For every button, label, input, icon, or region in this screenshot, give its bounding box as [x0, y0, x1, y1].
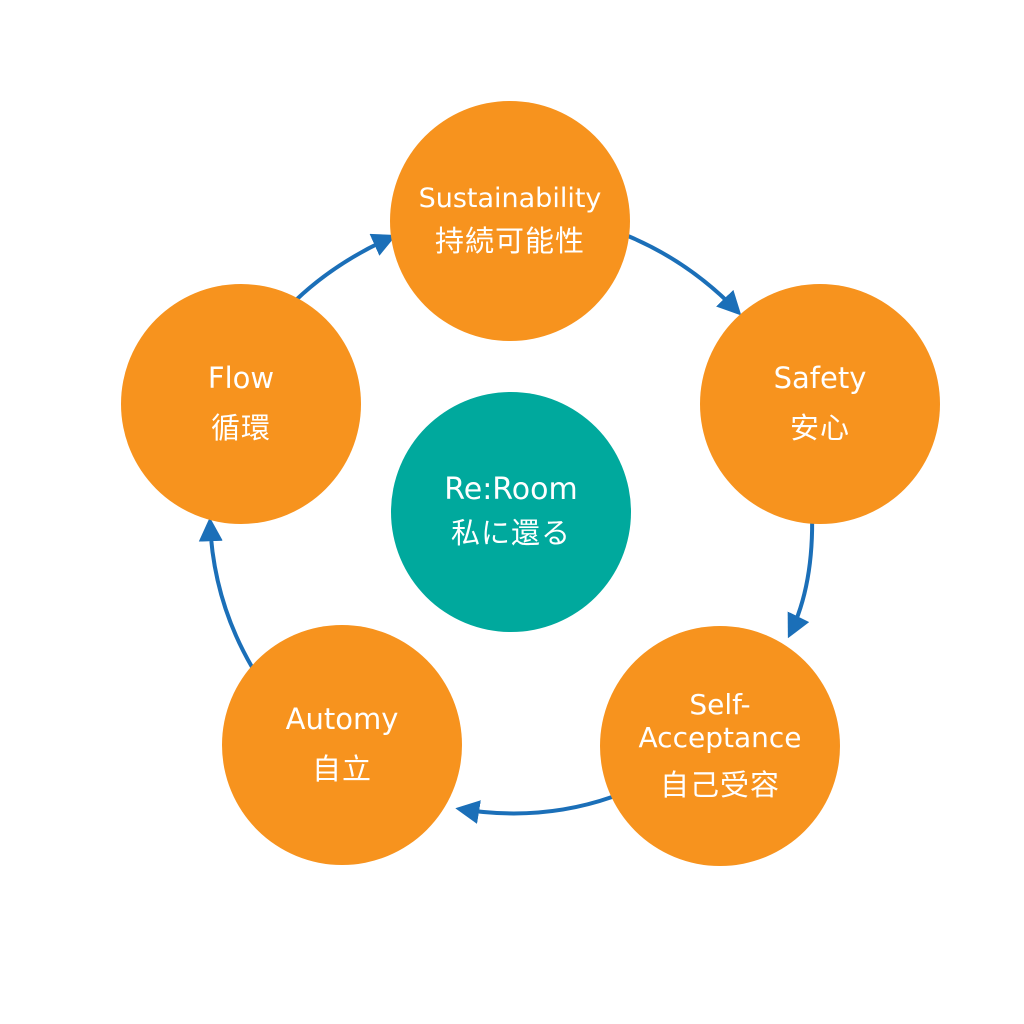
arrow-sustainability-to-safety	[627, 234, 742, 316]
node-label-en: Automy	[285, 701, 399, 736]
node-label-jp: 持続可能性	[434, 224, 585, 259]
arrow-automy-to-flow	[198, 517, 254, 669]
arrow-safety-to-self-acceptance	[787, 511, 815, 639]
center-label-en: Re:Room	[444, 472, 578, 508]
center-label-jp: 私に還る	[450, 515, 571, 550]
node-label-en-line2: Acceptance	[638, 720, 802, 754]
node-label-en: Safety	[773, 360, 867, 395]
node-label-jp: 自立	[311, 752, 372, 787]
node-label-en-line1: Self-	[689, 688, 751, 722]
node-label-jp: 循環	[210, 411, 271, 446]
center-node-reroom: Re:Room 私に還る	[391, 392, 631, 632]
node-safety: Safety 安心	[700, 284, 940, 524]
node-flow: Flow 循環	[121, 284, 361, 524]
arrow-flow-to-sustainability	[294, 233, 397, 302]
node-self-acceptance: Self- Acceptance 自己受容	[600, 626, 840, 866]
node-label-jp: 安心	[789, 411, 850, 446]
arrow-self-acceptance-to-automy	[455, 795, 613, 824]
node-label-en: Flow	[207, 360, 275, 395]
node-automy: Automy 自立	[222, 625, 462, 865]
node-label-jp: 自己受容	[659, 767, 780, 802]
node-sustainability: Sustainability 持続可能性	[390, 101, 630, 341]
node-label-en: Sustainability	[418, 183, 602, 215]
